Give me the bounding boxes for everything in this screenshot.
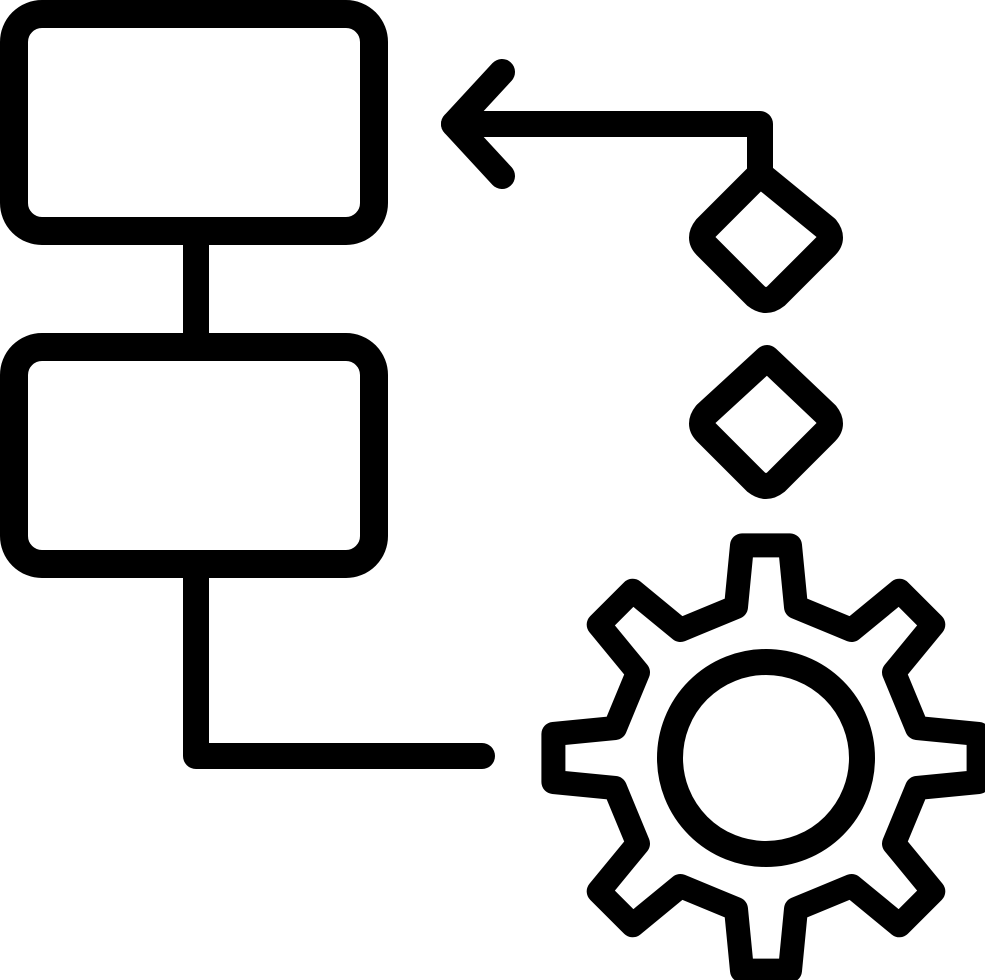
- feedback-arrow-line-icon: [441, 111, 773, 181]
- decision-diamond-icon: [689, 161, 843, 313]
- gear-icon: [541, 533, 985, 980]
- decision-diamond-icon: [689, 345, 843, 499]
- middle-process-box-icon: [0, 333, 388, 578]
- arrow-head-icon: [441, 59, 515, 189]
- gear-center-icon: [657, 649, 875, 867]
- top-process-box-icon: [0, 0, 388, 245]
- gear-connector-line-icon: [183, 559, 495, 769]
